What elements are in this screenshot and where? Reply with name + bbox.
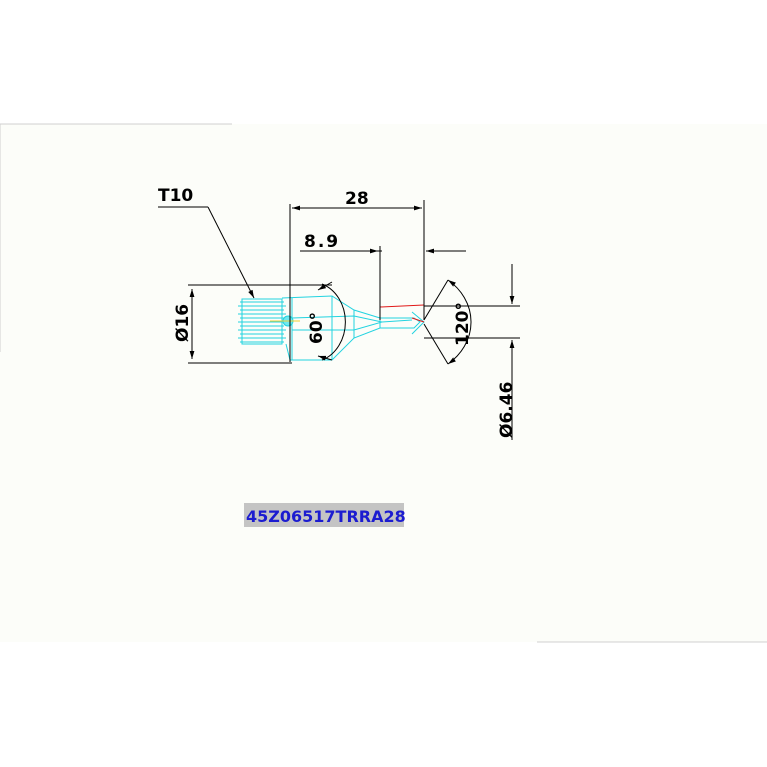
dim-60-label: 60° [307, 312, 327, 344]
part-code-background [244, 503, 404, 527]
thread-lines [238, 301, 286, 343]
drawing-sheet [0, 124, 767, 642]
dim-28-label: 28 [345, 189, 369, 209]
accent-lines [379, 304, 425, 323]
dim-60-arc [321, 283, 346, 361]
dimension-lines [158, 200, 520, 440]
dim-89-label: 8.9 [304, 232, 340, 252]
dim-120-arc [447, 279, 472, 365]
dim-646-label: Ø6.46 [497, 382, 517, 438]
thread-label: T10 [158, 186, 193, 206]
dim-120-label: 120° [453, 302, 473, 346]
part-code-label: 45Z06517TRRA28 [246, 507, 406, 526]
t10-leader [207, 206, 255, 299]
dim-16-label: Ø16 [173, 304, 193, 342]
